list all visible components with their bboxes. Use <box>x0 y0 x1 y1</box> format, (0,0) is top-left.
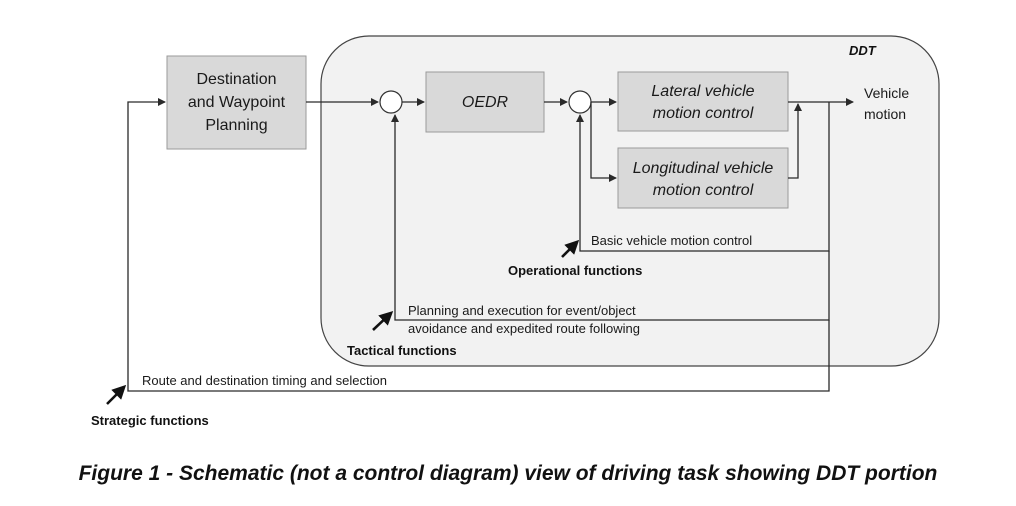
operational-functions-label: Operational functions <box>508 263 642 278</box>
strategic-functions-label: Strategic functions <box>91 413 209 428</box>
longitudinal-block-line-1: Longitudinal vehicle <box>633 160 774 177</box>
tactical-path-label-line-2: avoidance and expedited route following <box>408 321 640 336</box>
driving-task-schematic: DDT Destination and Waypoint Planning OE… <box>91 35 940 428</box>
longitudinal-motion-control-block: Longitudinal vehicle motion control <box>617 147 789 209</box>
destination-block-line-2: and Waypoint <box>188 94 286 111</box>
destination-block-line-3: Planning <box>205 117 267 134</box>
strategic-feedback-loop <box>127 98 830 392</box>
strategic-functions-pointer <box>106 384 127 405</box>
tactical-functions-pointer <box>372 310 394 331</box>
vehicle-motion-line-1: Vehicle <box>864 85 909 101</box>
destination-block-line-1: Destination <box>196 71 276 88</box>
operational-feedback-loop <box>576 102 830 252</box>
oedr-block: OEDR <box>425 71 545 133</box>
forward-signal-path <box>306 98 854 182</box>
figure-caption: Figure 1 - Schematic (not a control diag… <box>78 462 938 485</box>
tactical-summing-junction <box>379 90 403 114</box>
destination-waypoint-planning-block: Destination and Waypoint Planning <box>166 55 307 150</box>
operational-summing-junction <box>568 90 592 114</box>
oedr-label: OEDR <box>462 94 509 111</box>
tactical-functions-label: Tactical functions <box>347 343 457 358</box>
tactical-feedback-loop <box>391 114 830 321</box>
operational-path-label: Basic vehicle motion control <box>591 233 752 248</box>
lateral-block-line-1: Lateral vehicle <box>651 83 754 100</box>
operational-functions-pointer <box>561 239 580 258</box>
ddt-label: DDT <box>849 43 877 58</box>
lateral-block-line-2: motion control <box>653 105 754 122</box>
lateral-motion-control-block: Lateral vehicle motion control <box>617 71 789 132</box>
vehicle-motion-line-2: motion <box>864 106 906 122</box>
tactical-path-label-line-1: Planning and execution for event/object <box>408 303 636 318</box>
strategic-path-label: Route and destination timing and selecti… <box>142 373 387 388</box>
longitudinal-block-line-2: motion control <box>653 182 754 199</box>
